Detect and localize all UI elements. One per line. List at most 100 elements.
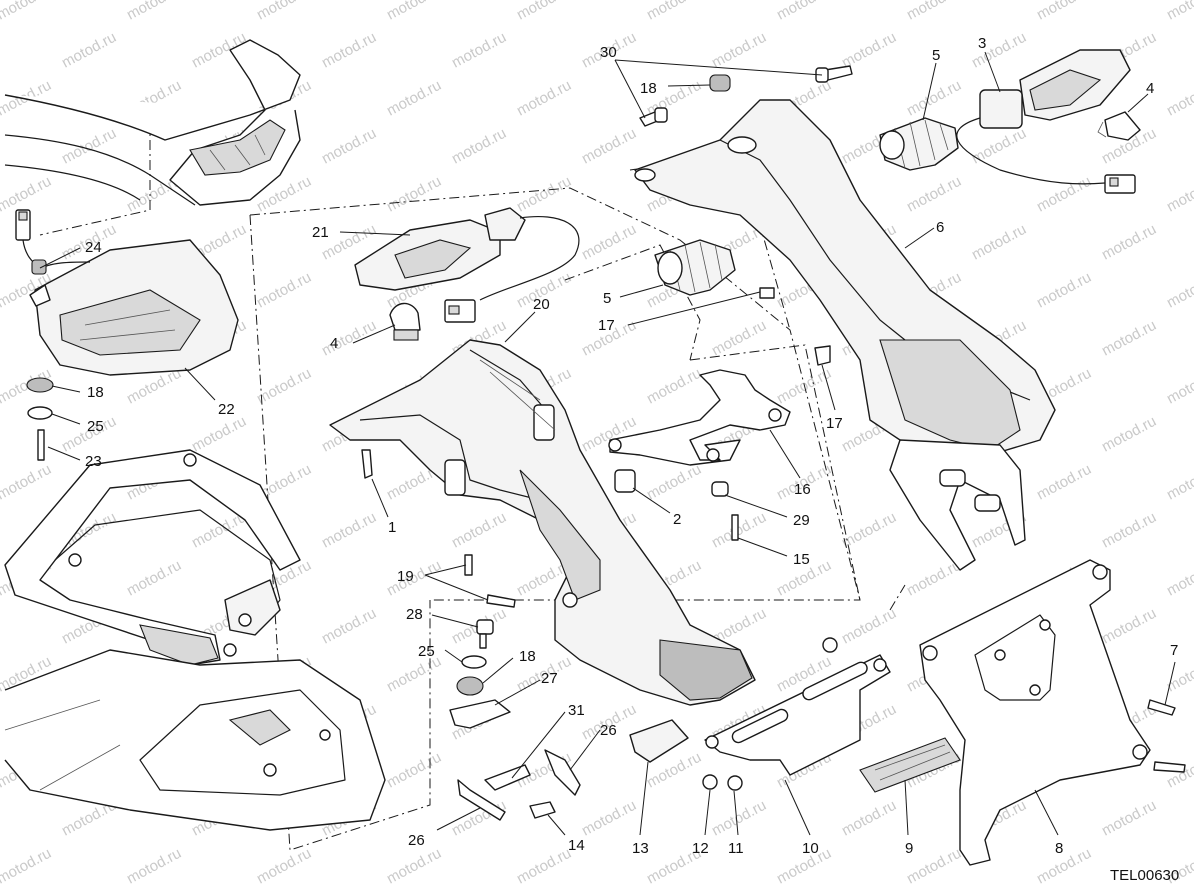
watermark-text: motod.ru: [774, 365, 834, 408]
watermark-text: motod.ru: [1099, 797, 1159, 840]
watermark-text: motod.ru: [1034, 269, 1094, 312]
watermark-text: motod.ru: [1034, 0, 1094, 24]
reflector: [859, 737, 961, 793]
callout-16: 16: [794, 481, 811, 498]
watermark-text: motod.ru: [644, 461, 704, 504]
callout-19: 19: [397, 568, 414, 585]
callout-5: 5: [603, 290, 611, 307]
fasteners: [26, 65, 1186, 821]
watermark-text: motod.ru: [449, 29, 509, 72]
callout-21: 21: [312, 224, 329, 241]
grab-rack: [4, 449, 301, 666]
callout-6: 6: [936, 219, 944, 236]
watermark-text: motod.ru: [0, 173, 54, 216]
watermark-text: motod.ru: [1034, 173, 1094, 216]
watermark-text: motod.ru: [1164, 557, 1194, 600]
watermark-text: motod.ru: [124, 0, 184, 24]
watermark-text: motod.ru: [0, 845, 54, 888]
watermark-text: motod.ru: [384, 749, 444, 792]
tail-cowl: [4, 39, 301, 206]
callout-13: 13: [632, 840, 649, 857]
callout-15: 15: [793, 551, 810, 568]
watermark-text: motod.ru: [644, 365, 704, 408]
watermark-text: motod.ru: [319, 605, 379, 648]
callout-18: 18: [87, 384, 104, 401]
leader-lines: [39, 51, 1176, 836]
callout-17: 17: [826, 415, 843, 432]
watermark-text: motod.ru: [1034, 845, 1094, 888]
callout-26: 26: [600, 722, 617, 739]
callout-25: 25: [87, 418, 104, 435]
callout-24: 24: [85, 239, 102, 256]
bulbs: [389, 302, 421, 341]
watermark-text: motod.ru: [904, 0, 964, 24]
callout-20: 20: [533, 296, 550, 313]
watermark-text: motod.ru: [514, 0, 574, 24]
watermark-text: motod.ru: [384, 845, 444, 888]
watermark-text: motod.ru: [449, 509, 509, 552]
callout-25: 25: [418, 643, 435, 660]
watermark-text: motod.ru: [1034, 461, 1094, 504]
watermark-text: motod.ru: [254, 845, 314, 888]
callout-12: 12: [692, 840, 709, 857]
watermark-text: motod.ru: [774, 0, 834, 24]
callout-27: 27: [541, 670, 558, 687]
callout-23: 23: [85, 453, 102, 470]
watermark-text: motod.ru: [319, 29, 379, 72]
watermark-text: motod.ru: [124, 845, 184, 888]
watermark-text: motod.ru: [1099, 317, 1159, 360]
watermark-text: motod.ru: [384, 557, 444, 600]
tail-light: [15, 209, 239, 376]
watermark-text: motod.ru: [579, 125, 639, 168]
support-bracket-6: [634, 99, 1056, 571]
callout-4: 4: [1146, 80, 1154, 97]
callout-29: 29: [793, 512, 810, 529]
watermark-text: motod.ru: [1164, 77, 1194, 120]
callout-2: 2: [673, 511, 681, 528]
watermark-text: motod.ru: [1099, 221, 1159, 264]
watermark-text: motod.ru: [514, 845, 574, 888]
watermark-text: motod.ru: [1099, 509, 1159, 552]
watermark-text: motod.ru: [839, 605, 899, 648]
watermark-text: motod.ru: [59, 125, 119, 168]
watermark-text: motod.ru: [384, 77, 444, 120]
watermark-text: motod.ru: [579, 797, 639, 840]
callout-1: 1: [388, 519, 396, 536]
watermark-text: motod.ru: [904, 77, 964, 120]
turn-indicator-right: [956, 49, 1141, 194]
watermark-text: motod.ru: [384, 653, 444, 696]
callout-30: 30: [600, 44, 617, 61]
watermark-text: motod.ru: [254, 0, 314, 24]
watermark-text: motod.ru: [709, 509, 769, 552]
watermark-text: motod.ru: [1164, 0, 1194, 24]
plate-holder-10: [704, 654, 891, 776]
callout-18: 18: [640, 80, 657, 97]
callout-labels: 30 18 5 3 4 6 21 24 5 20 17 4 22 18 25 2…: [85, 35, 1179, 884]
callout-5: 5: [932, 47, 940, 64]
callout-8: 8: [1055, 840, 1063, 857]
plate-frame-8: [919, 559, 1151, 866]
drawing-code: TEL00630: [1110, 867, 1179, 884]
watermark-text: motod.ru: [59, 29, 119, 72]
watermark-text: motod.ru: [319, 317, 379, 360]
callout-4: 4: [330, 335, 338, 352]
watermark-text: motod.ru: [0, 461, 54, 504]
license-holder-frame: [329, 339, 756, 706]
watermark-text: motod.ru: [1164, 173, 1194, 216]
watermark-text: motod.ru: [449, 125, 509, 168]
watermark-text: motod.ru: [0, 0, 54, 24]
turn-indicator-left: [354, 207, 580, 323]
watermark-text: motod.ru: [384, 0, 444, 24]
watermark-text: motod.ru: [319, 509, 379, 552]
watermark-text: motod.ru: [124, 557, 184, 600]
watermark-text: motod.ru: [1099, 605, 1159, 648]
watermark-text: motod.ru: [709, 797, 769, 840]
watermark-text: motod.ru: [709, 29, 769, 72]
watermark-text: motod.ru: [839, 29, 899, 72]
callout-7: 7: [1170, 642, 1178, 659]
rubber-grommets: [654, 117, 959, 296]
watermark-text: motod.ru: [969, 125, 1029, 168]
callout-3: 3: [978, 35, 986, 52]
callout-17: 17: [598, 317, 615, 334]
